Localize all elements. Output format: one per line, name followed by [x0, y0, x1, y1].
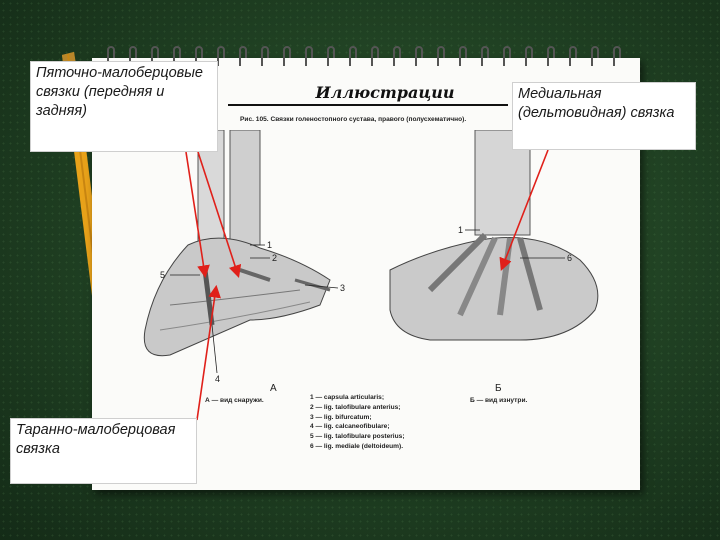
callout-medial-ligament: Медиальная (дельтовидная) связка — [512, 82, 696, 150]
legend-item: 1 — capsula articularis; — [310, 394, 385, 401]
illustration-title: Иллюстрации — [315, 83, 455, 102]
legend: 1 — capsula articularis; 2 — lig. talofi… — [310, 393, 405, 452]
callout-calcaneofibular-ligaments: Пяточно-малоберцовые связки (передняя и … — [30, 61, 218, 152]
legend-item: 2 — lig. talofibulare anterius; — [310, 403, 401, 411]
title-rule — [228, 104, 508, 106]
label-1b: 1 — [458, 225, 463, 235]
legend-item: 4 — lig. calcaneofibulare; — [310, 423, 390, 431]
label-1a: 1 — [267, 240, 272, 250]
label-6: 6 — [567, 253, 572, 263]
label-5: 5 — [160, 270, 165, 280]
view-b-caption: Б — вид изнутри. — [470, 397, 528, 404]
spiral-binding — [107, 46, 621, 66]
view-b-letter: Б — [495, 383, 502, 394]
legend-item: 6 — lig. mediale (deltoideum). — [310, 442, 404, 450]
figure-caption: Рис. 105. Связки голеностопного сустава,… — [240, 116, 467, 123]
legend-item: 5 — lig. talofibulare posterius; — [310, 433, 405, 441]
ankle-lateral-view — [143, 130, 331, 357]
view-a-letter: А — [270, 383, 277, 394]
label-3: 3 — [340, 283, 345, 293]
ankle-illustration: 1 2 3 4 5 1 6 — [143, 130, 599, 384]
legend-item: 3 — lig. bifurcatum; — [310, 413, 372, 421]
label-4: 4 — [215, 374, 220, 384]
ankle-medial-view — [389, 130, 599, 341]
label-2: 2 — [272, 253, 277, 263]
callout-talofibular-ligament: Таранно-малоберцовая связка — [10, 418, 197, 484]
view-a-caption: А — вид снаружи. — [205, 397, 264, 404]
